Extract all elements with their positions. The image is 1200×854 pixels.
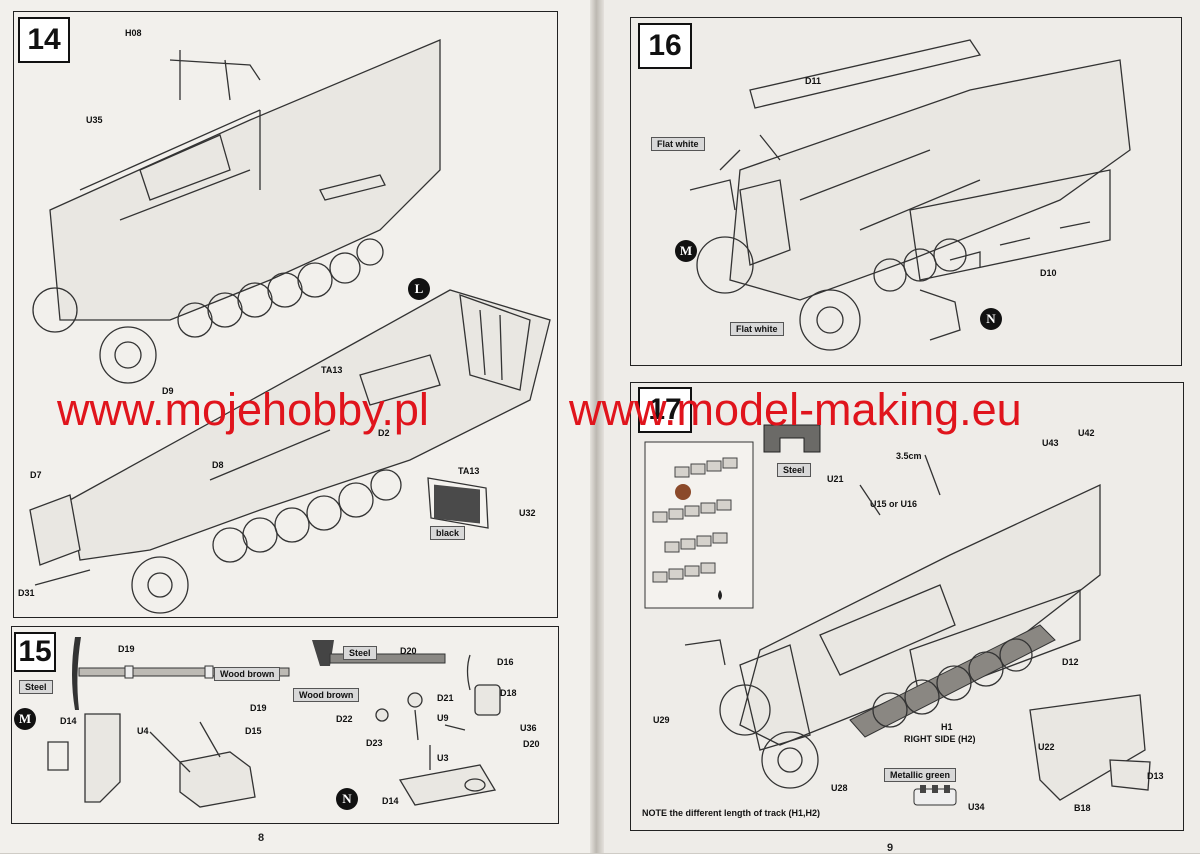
watermark-right: www.model-making.eu — [569, 384, 1022, 435]
color-tag-wood-brown-1: Wood brown — [214, 667, 281, 681]
step-17-panel — [630, 382, 1184, 831]
label-d19: D19 — [118, 644, 135, 654]
label-d13: D13 — [1147, 771, 1164, 781]
label-d20: D20 — [400, 646, 417, 656]
label-d11: D11 — [805, 76, 822, 86]
label-u43: U43 — [1042, 438, 1059, 448]
label-d12: D12 — [1062, 657, 1079, 667]
color-tag-flat-white-1: Flat white — [651, 137, 705, 151]
label-u42: U42 — [1078, 428, 1095, 438]
label-u34: U34 — [968, 802, 985, 812]
label-u4: U4 — [137, 726, 149, 736]
label-u9: U9 — [437, 713, 449, 723]
callout-m-16: M — [675, 240, 697, 262]
label-d9: D9 — [162, 386, 174, 396]
step-16-number: 16 — [638, 23, 692, 69]
step-14-panel — [13, 11, 558, 618]
callout-n-15: N — [336, 788, 358, 810]
step-15-panel — [11, 626, 559, 824]
label-u22: U22 — [1038, 742, 1055, 752]
color-tag-steel-1: Steel — [19, 680, 53, 694]
step-17-metallic-part-drawing — [913, 785, 957, 806]
step-15-bracket-drawing — [47, 713, 256, 808]
label-u32: U32 — [519, 508, 536, 518]
label-d10: D10 — [1040, 268, 1057, 278]
callout-n-16: N — [980, 308, 1002, 330]
label-d8: D8 — [212, 460, 224, 470]
color-tag-steel-17: Steel — [777, 463, 811, 477]
color-tag-metallic-green: Metallic green — [884, 768, 957, 782]
label-d14: D14 — [60, 716, 77, 726]
label-right-side-h2: RIGHT SIDE (H2) — [904, 734, 976, 744]
label-d22: D22 — [336, 714, 353, 724]
step-14-halftrack-upper-drawing — [32, 39, 441, 384]
label-d14-b: D14 — [382, 796, 399, 806]
label-ta13: TA13 — [321, 365, 343, 375]
watermark-left: www.mojehobby.pl — [57, 384, 429, 435]
booklet-spine — [590, 0, 604, 853]
label-u36: U36 — [520, 723, 537, 733]
callout-l: L — [408, 278, 430, 300]
label-d19-b: D19 — [250, 703, 267, 713]
step-15-number: 15 — [14, 632, 56, 672]
page-number-right: 9 — [887, 842, 894, 854]
label-d2: D2 — [378, 428, 390, 438]
label-ta13-b: TA13 — [458, 466, 480, 476]
step-17-track-links-inset — [644, 441, 754, 609]
label-d21: D21 — [437, 693, 454, 703]
label-u28: U28 — [831, 783, 848, 793]
label-u3: U3 — [437, 753, 449, 763]
step-17-number: 17 — [638, 387, 692, 433]
label-u29: U29 — [653, 715, 670, 725]
label-3-5cm: 3.5cm — [896, 451, 922, 461]
color-tag-flat-white-2: Flat white — [730, 322, 784, 336]
step-17-fender-drawing — [1029, 694, 1151, 801]
label-b18: B18 — [1074, 803, 1091, 813]
label-d18: D18 — [500, 688, 517, 698]
label-d7: D7 — [30, 470, 42, 480]
label-d31: D31 — [18, 588, 35, 598]
label-h1: H1 — [941, 722, 953, 732]
step-15-shovel-drawing — [312, 640, 446, 666]
page-number-left: 8 — [258, 832, 265, 844]
step-14-hull-interior-drawing — [29, 289, 551, 614]
label-u15-or-u16: U15 or U16 — [870, 499, 918, 509]
step-17-halftrack-drawing — [684, 454, 1101, 789]
label-d20-b: D20 — [523, 739, 540, 749]
step-15-pickaxe-drawing — [72, 637, 290, 710]
color-tag-wood-brown-2: Wood brown — [293, 688, 360, 702]
step-14-side-plate-drawing — [427, 477, 489, 529]
step-15-parts-assembly-drawing — [375, 654, 501, 806]
label-h08: H08 — [125, 28, 142, 38]
label-d15: D15 — [245, 726, 262, 736]
label-d23: D23 — [366, 738, 383, 748]
callout-m-15: M — [14, 708, 36, 730]
label-u35: U35 — [86, 115, 103, 125]
step-14-number: 14 — [18, 17, 70, 63]
color-tag-black: black — [430, 526, 466, 540]
step-17-note: NOTE the different length of track (H1,H… — [642, 808, 821, 818]
step-16-halftrack-drawing — [689, 39, 1131, 351]
step-16-panel — [630, 17, 1182, 366]
step-17-steel-part-drawing — [763, 424, 821, 453]
color-tag-steel-2: Steel — [343, 646, 377, 660]
label-d16: D16 — [497, 657, 514, 667]
label-u21: U21 — [827, 474, 844, 484]
